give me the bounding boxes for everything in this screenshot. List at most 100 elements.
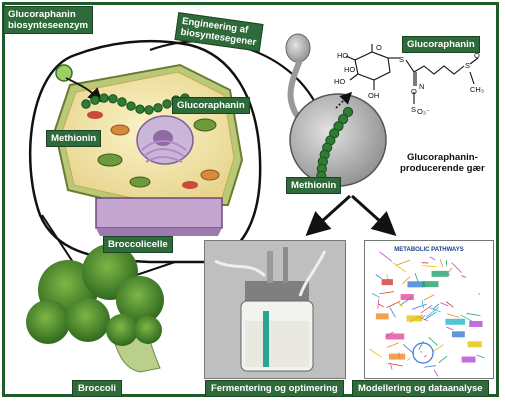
pathway-line (392, 262, 407, 273)
pathway-line (421, 299, 424, 309)
bead (342, 106, 354, 118)
pathway-box (431, 270, 449, 277)
pathway-line (378, 303, 384, 308)
svg-text:S: S (411, 105, 416, 114)
fermenter-graphic (205, 241, 345, 378)
bead (90, 95, 100, 105)
pathway-box (422, 281, 439, 288)
pathway-line (375, 274, 383, 279)
pathway-line (424, 355, 427, 357)
pathway-line (447, 313, 460, 318)
pathway-line (433, 369, 439, 377)
pathway-line (402, 276, 411, 285)
svg-text:S: S (399, 55, 404, 64)
product-arrow (335, 91, 353, 109)
svg-text:HO: HO (344, 65, 355, 74)
pathway-line (429, 256, 436, 261)
pathway-line (476, 354, 485, 359)
pathway-line (420, 351, 423, 353)
pathway-line (368, 348, 382, 358)
pathway-line (446, 326, 454, 331)
pathway-box (381, 279, 393, 286)
pathway-line (432, 303, 440, 310)
pathway-line (371, 293, 381, 298)
bead (338, 114, 349, 125)
pathway-line (403, 344, 415, 355)
pathway-line (396, 301, 403, 307)
svg-text:S: S (465, 61, 470, 70)
pathway-line (426, 306, 439, 318)
pathway-line (388, 362, 403, 367)
pathway-box (469, 320, 483, 327)
arrow-to-modelling (350, 194, 397, 237)
label-broccolicelle: Broccolicelle (103, 236, 173, 253)
pathway-box (445, 318, 466, 325)
arrow-to-fermentation (305, 194, 352, 237)
svg-text:O₃⁻: O₃⁻ (417, 107, 430, 116)
pathway-line (379, 291, 394, 295)
pathway-box (452, 331, 465, 338)
pathway-box (385, 333, 405, 340)
pathway-line (420, 304, 433, 314)
pathway-line (423, 294, 435, 301)
broccoli-illustration (26, 244, 164, 373)
glucoraphanin-structure (345, 44, 479, 104)
svg-text:O: O (376, 43, 382, 52)
svg-text:N: N (419, 82, 424, 91)
fermentation-photo (204, 240, 346, 379)
label-broccoli: Broccoli (72, 380, 123, 397)
pathway-line (438, 355, 448, 364)
pathway-line (423, 311, 437, 321)
svg-text:HO: HO (334, 77, 345, 86)
pathway-line (466, 313, 481, 317)
bead (126, 101, 136, 111)
pathway-line (461, 275, 467, 278)
pathway-line (429, 307, 441, 313)
pathway-line (379, 251, 393, 262)
pathway-line (377, 299, 380, 309)
pathway-box (400, 294, 414, 301)
pathway-box (375, 313, 389, 320)
bead (153, 103, 163, 113)
yeast-cell-illustration (285, 33, 387, 187)
pathway-box (467, 341, 482, 348)
label-methionin-yeast: Methionin (286, 177, 342, 194)
bead (81, 99, 91, 109)
pathway-line (406, 358, 411, 361)
pathway-box (406, 315, 423, 322)
pathway-box (407, 281, 425, 288)
pathway-map-graphic: METABOLIC PATHWAYS (368, 247, 485, 377)
pathway-line (389, 307, 396, 318)
pathway-line (439, 258, 444, 267)
bead (108, 94, 118, 104)
pathway-line (432, 344, 444, 353)
pathway-line (390, 363, 393, 370)
label-methionin-cell: Methionin (46, 130, 102, 147)
pathway-line (451, 262, 462, 273)
pathway-cycle (412, 342, 434, 364)
metabolic-pathways-map: METABOLIC PATHWAYS (364, 240, 494, 379)
molecule-atom-labels: HO HO HO OH O S N O S O₃⁻ S O CH₃ (334, 43, 484, 116)
pathway-box (388, 353, 406, 360)
label-glucoraphanin-cell: Glucoraphanin (172, 97, 250, 114)
bead (99, 93, 109, 103)
bead (162, 99, 172, 109)
pathway-line (386, 342, 400, 348)
svg-text:CH₃: CH₃ (470, 85, 484, 94)
pathway-line (411, 303, 427, 310)
pathway-line (424, 365, 436, 368)
pathway-line (422, 265, 437, 268)
svg-text:O: O (411, 87, 417, 96)
pathway-line (396, 259, 411, 266)
bead (135, 104, 145, 114)
label-fermentation: Fermentering og optimering (205, 380, 344, 397)
enzyme-marker (55, 64, 73, 82)
pathway-line (414, 272, 419, 283)
bead (144, 105, 154, 115)
bead (117, 97, 127, 107)
label-enzyme: Glucoraphanin biosynteseenzym (3, 6, 93, 34)
svg-text:OH: OH (368, 91, 379, 100)
label-glucoraphanin-top: Glucoraphanin (402, 36, 480, 53)
pathway-line (460, 314, 474, 323)
pathway-box (461, 356, 476, 363)
